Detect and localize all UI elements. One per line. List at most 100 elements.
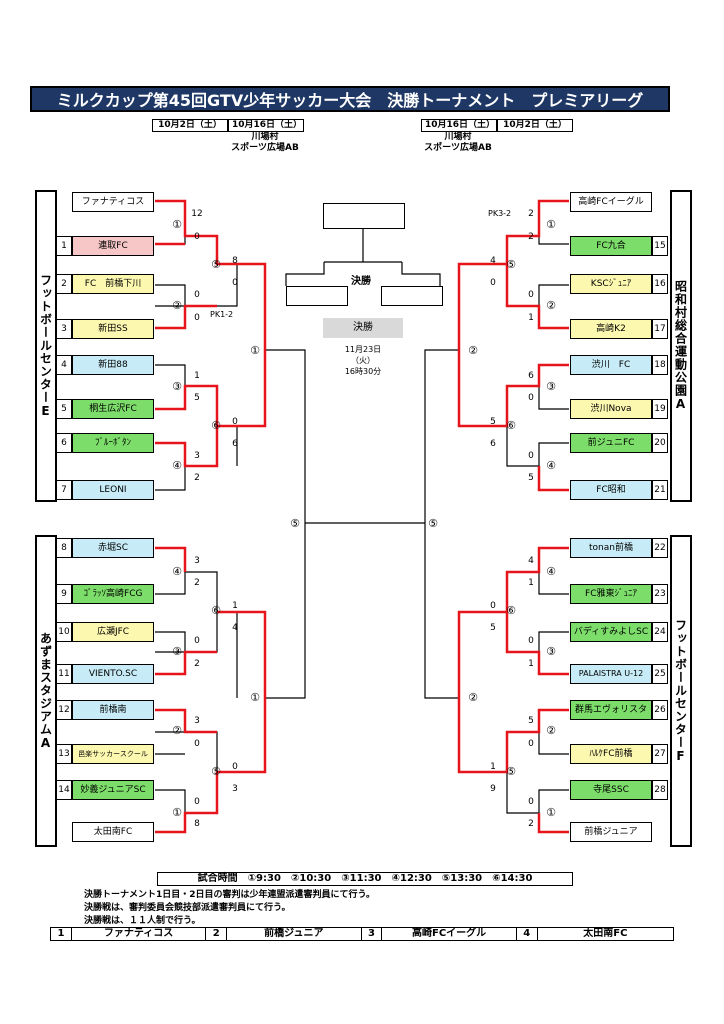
match-label: ⑤ [506, 258, 516, 271]
team-left-top-1: 連取FC [72, 236, 154, 256]
rank-number: 4 [517, 928, 538, 940]
team-no: 7 [56, 480, 72, 500]
note-2: 決勝戦は、審判委員会競技部派遣審判員にて行う。 [84, 903, 291, 913]
team-right-top-4: 渋川 FC [570, 355, 652, 375]
score: 4 [528, 556, 534, 566]
team-right-bottom-3: PALAISTRA U-12 [570, 664, 652, 684]
match-label: ⑤ [211, 765, 221, 778]
team-no: 17 [652, 319, 668, 339]
note-3: 決勝戦は、１１人制で行う。 [84, 916, 201, 926]
team-right-top-5: 渋川Nova [570, 399, 652, 419]
score: 0 [232, 278, 238, 288]
pk-left: PK1-2 [210, 310, 234, 319]
team-no: 16 [652, 274, 668, 294]
team-no: 12 [56, 700, 72, 720]
team-right-bottom-6: 寺尾SSC [570, 780, 652, 800]
match-label: ② [172, 724, 182, 737]
team-left-bottom-7: 太田南FC [72, 822, 154, 842]
final-label: 決勝 [323, 318, 403, 338]
team-left-bottom-3: VIENTO.SC [72, 664, 154, 684]
match-label: ① [172, 218, 182, 231]
score: 5 [528, 716, 534, 726]
rank-number: 2 [206, 928, 228, 940]
match-label: ② [468, 691, 478, 704]
match-label: ② [172, 299, 182, 312]
score: 0 [490, 601, 496, 611]
rank-team: 前橋ジュニア [227, 928, 362, 940]
score: 0 [194, 232, 200, 242]
match-label: ① [546, 806, 556, 819]
score: 6 [528, 371, 534, 381]
team-right-bottom-0: tonan前橋 [570, 538, 652, 558]
score: 1 [528, 659, 534, 669]
match-label: ③ [172, 645, 182, 658]
match-label: ⑥ [506, 419, 516, 432]
team-no: 9 [56, 584, 72, 604]
team-no: 13 [56, 744, 72, 764]
team-left-bottom-2: 広瀬JFC [72, 622, 154, 642]
bracket-winner-lines [155, 199, 569, 834]
match-label: ⑤ [506, 765, 516, 778]
team-no: 10 [56, 622, 72, 642]
final-time: 16時30分 [344, 367, 382, 376]
team-left-top-6: ﾌﾞﾙｰﾎﾞﾀﾝ [72, 433, 154, 453]
match-label: ① [172, 806, 182, 819]
score: 3 [232, 784, 238, 794]
page-title: ミルクカップ第45回GTV少年サッカー大会 決勝トーナメント プレミアリーグ [30, 86, 670, 112]
match-label: ④ [172, 459, 182, 472]
team-left-bottom-1: ｺﾞﾗｯｿ高崎FCG [72, 584, 154, 604]
team-right-top-0: 高崎FCイーグル [570, 192, 652, 212]
score: 12 [191, 209, 203, 219]
team-no: 19 [652, 399, 668, 419]
score: 5 [490, 623, 496, 633]
score: 5 [194, 393, 200, 403]
team-left-bottom-5: 邑楽サッカースクール [72, 744, 154, 764]
venue-left-top: フットボールセンターE [35, 190, 57, 502]
match-label: ③ [546, 645, 556, 658]
venue-right-1: 川場村 [444, 132, 472, 142]
team-no: 26 [652, 700, 668, 720]
rank-number: 1 [51, 928, 72, 940]
date-right-2: 10月2日（土） [497, 119, 573, 132]
match-label: ⑤ [290, 517, 300, 530]
score: 0 [528, 451, 534, 461]
final-date: 11月23日 [344, 345, 382, 354]
score: 1 [232, 601, 238, 611]
score: 0 [232, 417, 238, 427]
score: 4 [490, 256, 496, 266]
team-no: 20 [652, 433, 668, 453]
rank-team: 太田南FC [583, 928, 628, 939]
venue-left-2: スポーツ広場AB [231, 143, 299, 153]
team-right-bottom-4: 群馬エヴォリスタ [570, 700, 652, 720]
ranking-row: 1 ファナティコス 2 前橋ジュニア 3 高崎FCイーグル 4 太田南FC [50, 927, 674, 941]
venue-left-1: 川場村 [251, 132, 279, 142]
score: 0 [528, 739, 534, 749]
rank-number: 3 [362, 928, 383, 940]
team-right-top-1: FC九合 [570, 236, 652, 256]
final-info: 11月23日 （火） 16時30分 [323, 344, 403, 377]
venue-right-top: 昭和村総合運動公園A [670, 190, 692, 502]
score: 0 [194, 313, 200, 323]
team-no: 22 [652, 538, 668, 558]
team-right-top-2: KSCｼﾞｭﾆｱ [570, 274, 652, 294]
score: 1 [194, 371, 200, 381]
team-no: 11 [56, 664, 72, 684]
score: 0 [528, 290, 534, 300]
match-label: ⑥ [211, 419, 221, 432]
score: 1 [490, 762, 496, 772]
team-no: 6 [56, 433, 72, 453]
team-right-bottom-1: FC雅東ｼﾞｭﾆｱ [570, 584, 652, 604]
date-left-1: 10月2日（土） [152, 119, 228, 132]
venue-left-bottom: あずまスタジアムA [35, 535, 57, 847]
match-label: ⑥ [211, 604, 221, 617]
score: 4 [232, 623, 238, 633]
team-right-top-7: FC昭和 [570, 480, 652, 500]
team-no: 14 [56, 780, 72, 800]
date-right-1: 10月16日（土） [421, 119, 497, 132]
team-no: 1 [56, 236, 72, 256]
match-label: ⑥ [506, 604, 516, 617]
score: 0 [528, 797, 534, 807]
team-left-top-2: FC 前橋下川 [72, 274, 154, 294]
team-no: 18 [652, 355, 668, 375]
